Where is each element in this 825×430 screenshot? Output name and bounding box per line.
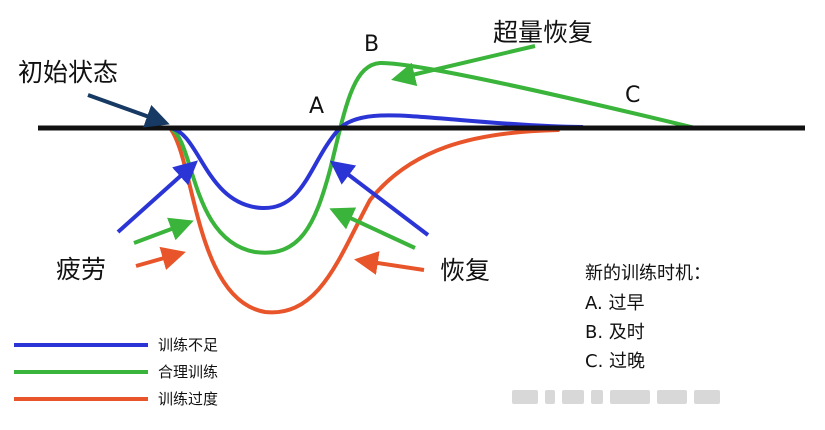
curve-overtraining xyxy=(168,126,560,315)
watermark xyxy=(512,390,720,404)
note-item-c: C. 过晚 xyxy=(585,351,645,372)
initial-state-label: 初始状态 xyxy=(18,58,118,87)
note-item-b: B. 及时 xyxy=(585,322,645,343)
initial-state-arrow xyxy=(87,93,170,128)
supercompensation-arrow xyxy=(391,44,536,87)
recovery-arrow-green xyxy=(329,207,416,250)
legend-label-over: 训练过度 xyxy=(158,390,218,408)
watermark-block xyxy=(512,390,538,404)
watermark-block xyxy=(591,390,603,404)
note-title: 新的训练时机： xyxy=(585,263,711,284)
curve-proper-training xyxy=(168,60,697,255)
point-c-label: C xyxy=(625,83,640,108)
legend-label-proper: 合理训练 xyxy=(158,363,218,381)
note-item-a: A. 过早 xyxy=(585,293,644,314)
fatigue-arrow-blue xyxy=(116,160,198,234)
fatigue-arrow-orange xyxy=(135,246,186,270)
watermark-block xyxy=(657,390,687,404)
fatigue-arrow-green xyxy=(133,217,194,245)
point-b-label: B xyxy=(364,32,379,57)
recovery-label: 恢复 xyxy=(440,256,490,285)
legend-label-under: 训练不足 xyxy=(158,336,218,354)
recovery-arrow-blue xyxy=(329,160,430,237)
watermark-block xyxy=(545,390,555,404)
legend: 训练不足 合理训练 训练过度 xyxy=(14,336,218,408)
watermark-block xyxy=(694,390,720,404)
watermark-block xyxy=(610,390,650,404)
fatigue-label: 疲劳 xyxy=(56,255,106,284)
watermark-block xyxy=(562,390,584,404)
point-a-label: A xyxy=(309,94,324,119)
recovery-arrow-orange xyxy=(354,251,425,275)
supercompensation-label: 超量恢复 xyxy=(493,18,593,47)
